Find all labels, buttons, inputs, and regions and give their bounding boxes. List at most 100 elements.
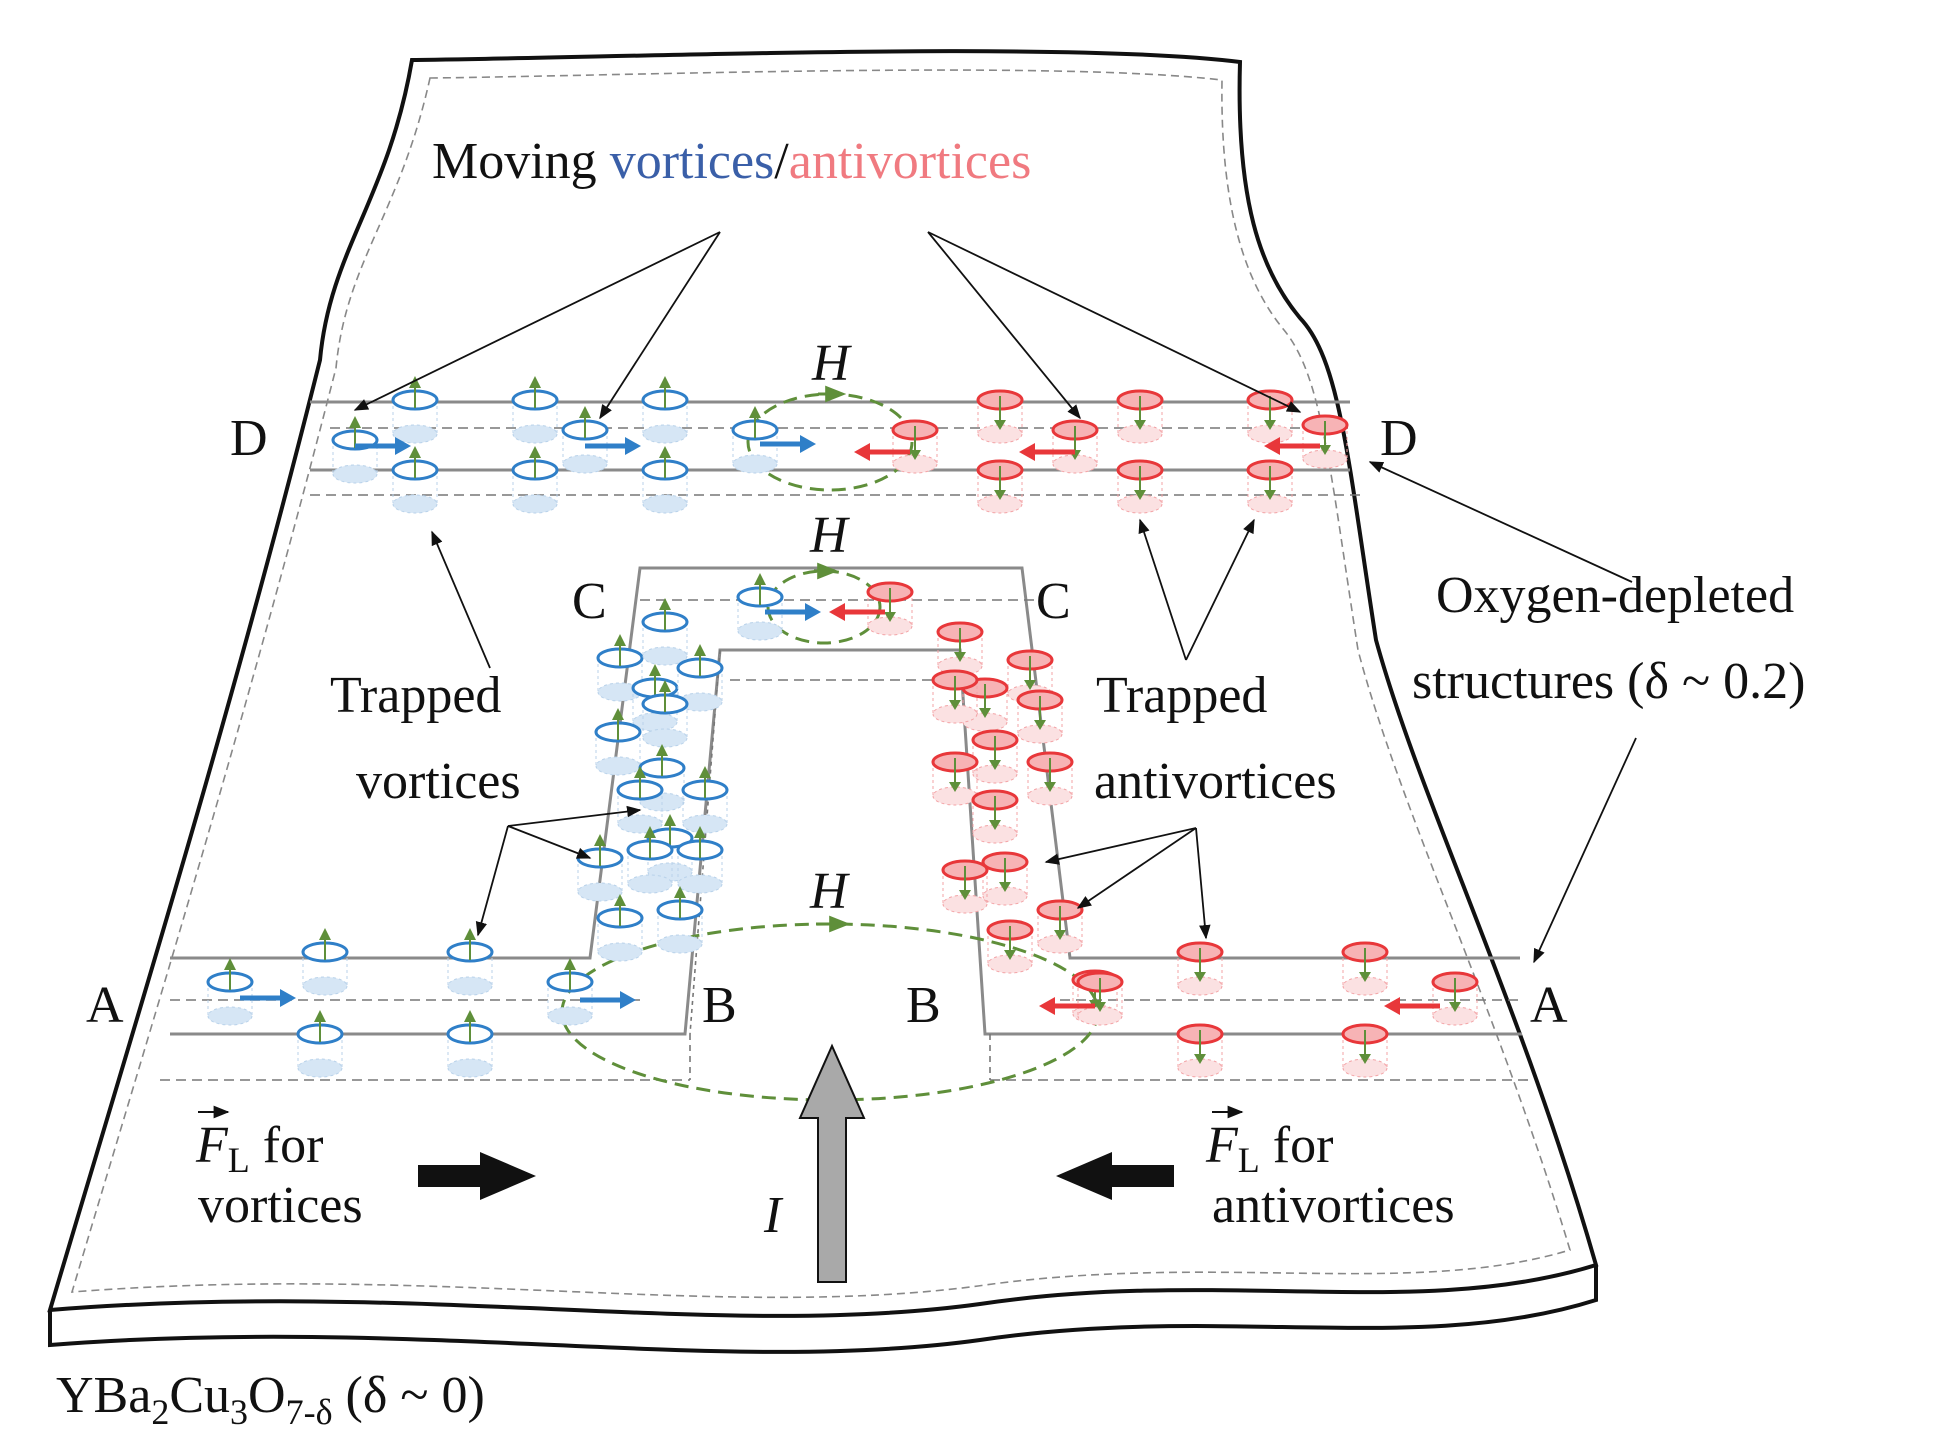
- antivortex-marker: [1176, 1023, 1224, 1078]
- antivortex-marker: [1116, 389, 1164, 444]
- label-b-right: B: [906, 977, 941, 1034]
- antivortex-marker: [986, 919, 1034, 974]
- title-slash: /: [774, 133, 789, 190]
- antivortex-marker: [1341, 941, 1389, 996]
- vortex-marker: [446, 928, 494, 996]
- material-pre: YBa: [56, 1367, 151, 1424]
- field-loop-middle: [766, 569, 882, 645]
- vortex-marker: [391, 446, 439, 514]
- material-sub1: 2: [151, 1392, 169, 1432]
- label-c-right: C: [1036, 573, 1071, 630]
- film-edge-thickness: [48, 1265, 1598, 1354]
- label-d-left: D: [230, 410, 268, 467]
- vortex-marker: [561, 406, 609, 474]
- material-post: (δ ~ 0): [333, 1367, 485, 1424]
- antivortex-marker: [1026, 751, 1074, 806]
- antivortex-motion-arrow: [1264, 437, 1320, 455]
- trapped-antivortices-line1: Trapped: [1096, 667, 1267, 724]
- antivortex-motion-arrow: [1384, 997, 1440, 1015]
- vortex-motion-arrow: [765, 603, 821, 621]
- material-mid1: Cu: [169, 1367, 230, 1424]
- vortex-marker: [681, 766, 729, 834]
- vortex-marker: [676, 826, 724, 894]
- force-right-symbol: F: [1205, 1117, 1239, 1174]
- vortex-marker: [391, 376, 439, 444]
- label-a-right: A: [1530, 977, 1568, 1034]
- vortex-marker: [656, 886, 704, 954]
- vortex-marker: [626, 826, 674, 894]
- field-label-top: H: [811, 335, 852, 392]
- vortex-marker: [206, 958, 254, 1026]
- film-inner-outline: [70, 69, 1571, 1299]
- oxygen-depleted-line2: structures (δ ~ 0.2): [1412, 653, 1805, 710]
- vortex-marker: [511, 376, 559, 444]
- vortex-marker: [616, 766, 664, 834]
- material-label: YBa2Cu3O7-δ (δ ~ 0): [56, 1367, 485, 1432]
- trapped-antivortices-line2: antivortices: [1094, 753, 1337, 810]
- vortex-marker: [296, 1010, 344, 1078]
- trapped-vortices-line2: vortices: [356, 753, 521, 810]
- antivortex-motion-arrow: [829, 603, 885, 621]
- antivortex-marker: [1431, 971, 1479, 1026]
- force-label-vortices: FL for vortices: [195, 1105, 363, 1234]
- vortex-marker: [731, 406, 779, 474]
- antivortex-marker: [976, 459, 1024, 514]
- antivortex-motion-arrow: [854, 443, 910, 461]
- force-left-text: for: [250, 1117, 324, 1174]
- antivortex-marker: [971, 789, 1019, 844]
- vortex-motion-arrow: [585, 437, 641, 455]
- vortex-marker: [641, 446, 689, 514]
- vortex-marker: [736, 573, 784, 641]
- field-label-middle: H: [809, 507, 850, 564]
- antivortex-marker: [1301, 414, 1349, 469]
- antivortex-marker: [1116, 459, 1164, 514]
- material-mid2: O: [248, 1367, 286, 1424]
- force-right-text: for: [1260, 1117, 1334, 1174]
- moving-vortices-title: Moving vortices/antivortices: [432, 133, 1031, 190]
- vortex-layer: [206, 376, 1479, 1078]
- label-d-right: D: [1380, 410, 1418, 467]
- force-label-antivortices: FL for antivortices: [1205, 1105, 1455, 1234]
- oxygen-depleted-line1: Oxygen-depleted: [1436, 567, 1794, 624]
- vortex-marker: [641, 598, 689, 666]
- current-label: I: [763, 1187, 784, 1244]
- vortex-marker: [676, 644, 724, 712]
- force-left-symbol: F: [195, 1117, 229, 1174]
- antivortex-motion-arrow: [1019, 443, 1075, 461]
- antivortex-marker: [891, 419, 939, 474]
- current-arrow: [798, 1043, 866, 1283]
- antivortex-marker: [1051, 419, 1099, 474]
- antivortex-marker: [1341, 1023, 1389, 1078]
- title-vortices: vortices: [610, 133, 775, 190]
- antivortex-marker: [1036, 899, 1084, 954]
- force-left-line2: vortices: [198, 1177, 363, 1234]
- force-arrow-left: [1056, 1152, 1174, 1200]
- vortex-marker: [596, 634, 644, 702]
- antivortex-marker: [971, 729, 1019, 784]
- label-a-left: A: [86, 977, 124, 1034]
- antivortex-marker: [866, 581, 914, 636]
- label-c-left: C: [572, 573, 607, 630]
- vortex-marker: [301, 928, 349, 996]
- vortex-marker: [446, 1010, 494, 1078]
- antivortex-marker: [1076, 971, 1124, 1026]
- trapped-vortices-line1: Trapped: [330, 667, 501, 724]
- vortex-marker: [596, 894, 644, 962]
- antivortex-marker: [981, 851, 1029, 906]
- label-b-left: B: [702, 977, 737, 1034]
- force-right-line2: antivortices: [1212, 1177, 1455, 1234]
- material-sub2: 3: [230, 1392, 248, 1432]
- antivortex-motion-arrow: [1039, 997, 1095, 1015]
- vortex-marker: [546, 958, 594, 1026]
- svg-text:FL for: FL for: [1205, 1117, 1333, 1180]
- force-left-sub: L: [228, 1140, 250, 1180]
- vortex-motion-arrow: [355, 437, 411, 455]
- vortex-marker: [511, 446, 559, 514]
- svg-text:FL for: FL for: [195, 1117, 323, 1180]
- title-antivortices: antivortices: [789, 133, 1032, 190]
- field-loop-arrows: [814, 385, 851, 933]
- vortex-marker: [641, 680, 689, 748]
- vortex-marker: [594, 708, 642, 776]
- vortex-motion-arrow: [760, 435, 816, 453]
